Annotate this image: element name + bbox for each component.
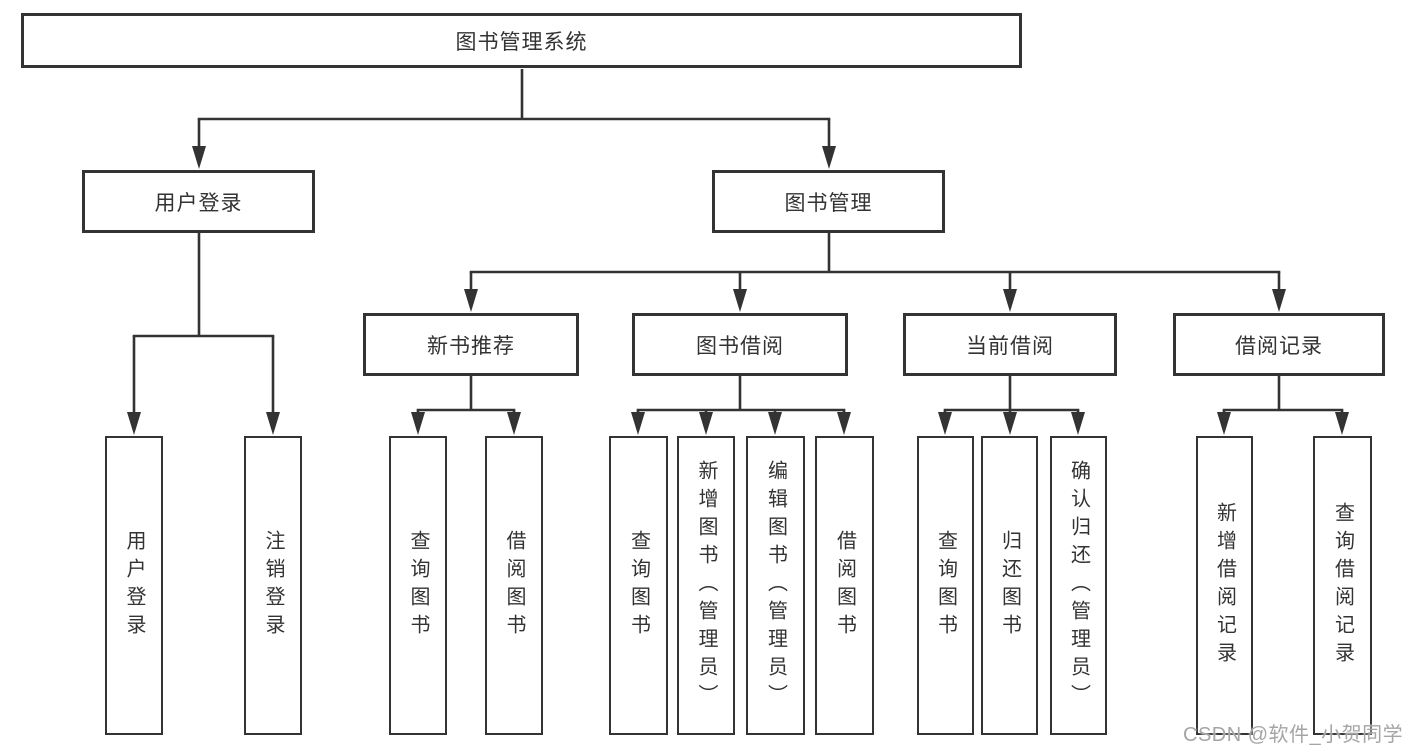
node-label: 查询借阅记录 bbox=[1331, 501, 1354, 670]
arrowheads bbox=[127, 146, 1349, 435]
node-label: 用户登录 bbox=[123, 529, 145, 642]
node-leaf-add-borrow-record: 新增借阅记录 bbox=[1196, 436, 1253, 735]
node-label: 确认归还（管理员） bbox=[1067, 459, 1090, 712]
node-label: 编辑图书（管理员） bbox=[764, 459, 787, 712]
node-leaf-return-books: 归还图书 bbox=[981, 436, 1038, 735]
node-label: 查询图书 bbox=[407, 529, 429, 642]
node-book-borrow: 图书借阅 bbox=[632, 313, 848, 376]
node-leaf-query-borrow-record: 查询借阅记录 bbox=[1313, 436, 1372, 735]
node-leaf-add-books-admin: 新增图书（管理员） bbox=[677, 436, 735, 735]
node-borrow-records: 借阅记录 bbox=[1173, 313, 1385, 376]
node-label: 借阅图书 bbox=[503, 529, 525, 642]
node-leaf-edit-books-admin: 编辑图书（管理员） bbox=[746, 436, 805, 735]
node-label: 查询图书 bbox=[627, 529, 650, 642]
node-leaf-query-books-current: 查询图书 bbox=[917, 436, 974, 735]
node-leaf-confirm-return-admin: 确认归还（管理员） bbox=[1050, 436, 1107, 735]
node-leaf-query-books-recommend: 查询图书 bbox=[389, 436, 447, 735]
watermark-text: CSDN @软件_小贺同学 bbox=[1183, 724, 1404, 746]
node-leaf-borrow-books-recommend: 借阅图书 bbox=[485, 436, 543, 735]
node-label: 注销登录 bbox=[262, 529, 284, 642]
node-leaf-query-books-borrow: 查询图书 bbox=[609, 436, 668, 735]
node-user-login: 用户登录 bbox=[82, 170, 315, 233]
node-system-root: 图书管理系统 bbox=[21, 13, 1022, 68]
node-leaf-user-login: 用户登录 bbox=[105, 436, 163, 735]
node-label: 归还图书 bbox=[998, 529, 1021, 642]
node-label: 新增借阅记录 bbox=[1213, 501, 1236, 670]
node-label: 借阅图书 bbox=[833, 529, 856, 642]
node-label: 查询图书 bbox=[934, 529, 957, 642]
node-new-book-recommend: 新书推荐 bbox=[363, 313, 579, 376]
node-leaf-borrow-books: 借阅图书 bbox=[815, 436, 874, 735]
node-book-management: 图书管理 bbox=[712, 170, 945, 233]
node-leaf-logout: 注销登录 bbox=[244, 436, 302, 735]
node-label: 新增图书（管理员） bbox=[695, 459, 717, 712]
node-current-borrow: 当前借阅 bbox=[903, 313, 1117, 376]
